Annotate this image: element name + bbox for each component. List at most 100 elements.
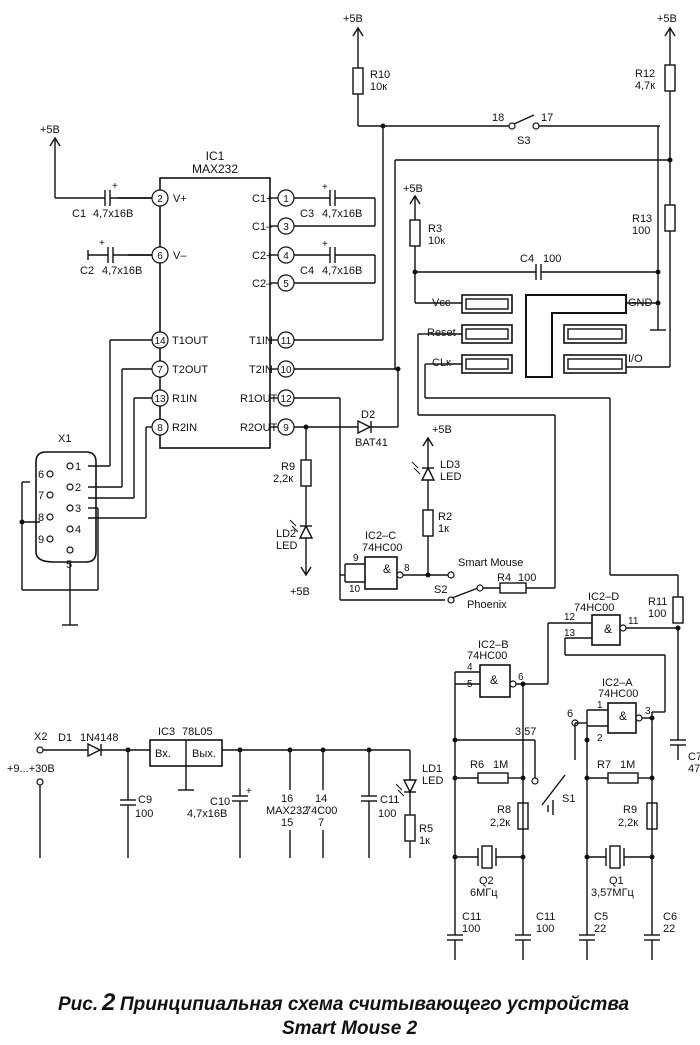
- ic2b-amp: &: [490, 673, 498, 687]
- x1-pin-3: 3: [75, 503, 81, 515]
- r11-ref: R11: [648, 596, 667, 608]
- ic2d-type: 74HC00: [574, 602, 614, 614]
- c2-capacitor: + C2 4,7х16В: [80, 238, 152, 277]
- r8-value: 2,2к: [490, 817, 510, 829]
- d1-ref: D1: [58, 732, 72, 744]
- ld2-ref: LD2: [276, 528, 296, 540]
- r4-ref: R4: [497, 572, 511, 584]
- q1-value: 3,57МГц: [591, 887, 635, 899]
- q1-crystal: Q1 3,57МГц: [587, 845, 655, 899]
- r9-ref: R9: [281, 461, 295, 473]
- max232-label: MAX232: [266, 805, 308, 817]
- ic1-label-c2m: C2–: [252, 278, 273, 290]
- ld3-r2: +5В LD3 LED R2 1к: [411, 424, 461, 575]
- r7-value: 1М: [620, 759, 635, 771]
- q2-value: 6МГц: [470, 887, 498, 899]
- ic1-name: MAX232: [192, 162, 238, 176]
- caption-line2: Smart Mouse 2: [282, 1018, 418, 1039]
- c4-ref: C4: [300, 265, 314, 277]
- c3-value: 4,7х16В: [322, 208, 362, 220]
- card-label-clk: CLк: [432, 357, 451, 369]
- ic1-pin-1: 1: [283, 194, 289, 205]
- c4-capacitor-ic1: + C4 4,7х16В: [294, 239, 376, 284]
- c7-ref: C7: [688, 751, 700, 763]
- smart-card-socket: Vcc Reset CLк GND I/O: [417, 294, 679, 597]
- c10-ref: C10: [210, 796, 230, 808]
- ic1-label-c1m: C1–: [252, 221, 273, 233]
- x1-db9-connector: X1 1 2 3 4 5 6 7 8 9: [19, 339, 152, 626]
- ld1-value: LED: [422, 775, 443, 787]
- plus5-label-r3: +5В: [403, 183, 423, 195]
- ic1-label-r1in: R1IN: [172, 393, 197, 405]
- c2-value: 4,7х16В: [102, 265, 142, 277]
- c9-ref: C9: [138, 794, 152, 806]
- ic1-label-r2out: R2OUT: [240, 422, 278, 434]
- x1-pin-7: 7: [38, 490, 44, 502]
- r3-resistor: +5В R3 10к C4 100: [403, 126, 661, 304]
- ic1-label-t2out: T2OUT: [172, 364, 208, 376]
- ic1-label-t2in: T2IN: [249, 364, 273, 376]
- c7-value: 47: [688, 763, 700, 775]
- c11b-value: 100: [462, 923, 480, 935]
- d2-value: BAT41: [355, 437, 388, 449]
- ic2c-pin9: 9: [353, 553, 359, 564]
- caption-number: 2: [101, 989, 116, 1016]
- c6-ref: C6: [663, 911, 677, 923]
- d1-value: 1N4148: [80, 732, 119, 744]
- ic2a-gate: IC2–A 74HC00 & 1 2 3: [584, 677, 665, 935]
- s1-switch: 3,57 6 S1: [455, 708, 587, 815]
- c4-value: 4,7х16В: [322, 265, 362, 277]
- r6-r7: R6 1М R7 1М: [455, 759, 652, 784]
- r10-resistor: +5В R10 10к: [294, 13, 510, 341]
- ld3-ref: LD3: [440, 459, 460, 471]
- plus5-label-ld3: +5В: [432, 424, 452, 436]
- ic2c-ref: IC2–C: [365, 530, 396, 542]
- card-contact-reset: [461, 324, 513, 344]
- r5-ref: R5: [419, 823, 433, 835]
- r6-value: 1М: [493, 759, 508, 771]
- c11-value: 100: [378, 808, 396, 820]
- ic1-max232: IC1 MAX232 2 V+ 6 V– 14 T1OUT 7 T2OUT 13…: [118, 149, 295, 449]
- hc00-pin7: 7: [318, 817, 324, 829]
- card-label-vcc: Vcc: [432, 297, 451, 309]
- ic1-pin-11: 11: [281, 336, 292, 347]
- q2-crystal: Q2 6МГц: [455, 845, 526, 899]
- ic2a-type: 74HC00: [598, 688, 638, 700]
- c11c-value: 100: [536, 923, 554, 935]
- x1-pin-1: 1: [75, 461, 81, 473]
- card-contact-4: [563, 324, 627, 344]
- s3-pin17: 17: [541, 112, 553, 124]
- ic1-label-c2p: C2+: [252, 250, 273, 262]
- r12-ref: R12: [635, 68, 655, 80]
- ic1-pin-4: 4: [283, 251, 289, 262]
- ic2d-pin12: 12: [564, 612, 576, 623]
- s1-label-6: 6: [567, 708, 573, 720]
- ic2c-gate: IC2–C 74HC00 & 9 10 8: [340, 530, 448, 595]
- c6-value: 22: [663, 923, 675, 935]
- ic3-value: 78L05: [182, 726, 213, 738]
- x1-pin-9: 9: [38, 534, 44, 546]
- svg-text:+: +: [246, 786, 252, 797]
- x1-pin-6: 6: [38, 469, 44, 481]
- svg-text:+: +: [322, 239, 328, 250]
- s2-ref: S2: [434, 584, 447, 596]
- ic2c-pin8: 8: [404, 563, 410, 574]
- ic3-ref: IC3: [158, 726, 175, 738]
- ic2a-pin1: 1: [597, 700, 603, 711]
- card-label-io: I/O: [628, 353, 643, 365]
- ic1-pin-6: 6: [157, 251, 163, 262]
- q1-ref: Q1: [609, 875, 624, 887]
- r3-value: 10к: [428, 235, 445, 247]
- ic2d-amp: &: [604, 622, 612, 636]
- ic1-pin-9: 9: [283, 423, 289, 434]
- caption-line1: Принципиальная схема считывающего устрой…: [120, 994, 630, 1015]
- hc00-pin14: 14: [315, 793, 327, 805]
- ic2b-pin4: 4: [467, 662, 473, 673]
- ic1-label-t1out: T1OUT: [172, 335, 208, 347]
- ic2c-pin10: 10: [349, 584, 361, 595]
- plus5-label-ld2: +5В: [290, 586, 310, 598]
- ic2b-pin5: 5: [467, 679, 473, 690]
- ic1-label-r1out: R1OUT: [240, 393, 278, 405]
- d2-ref: D2: [361, 409, 375, 421]
